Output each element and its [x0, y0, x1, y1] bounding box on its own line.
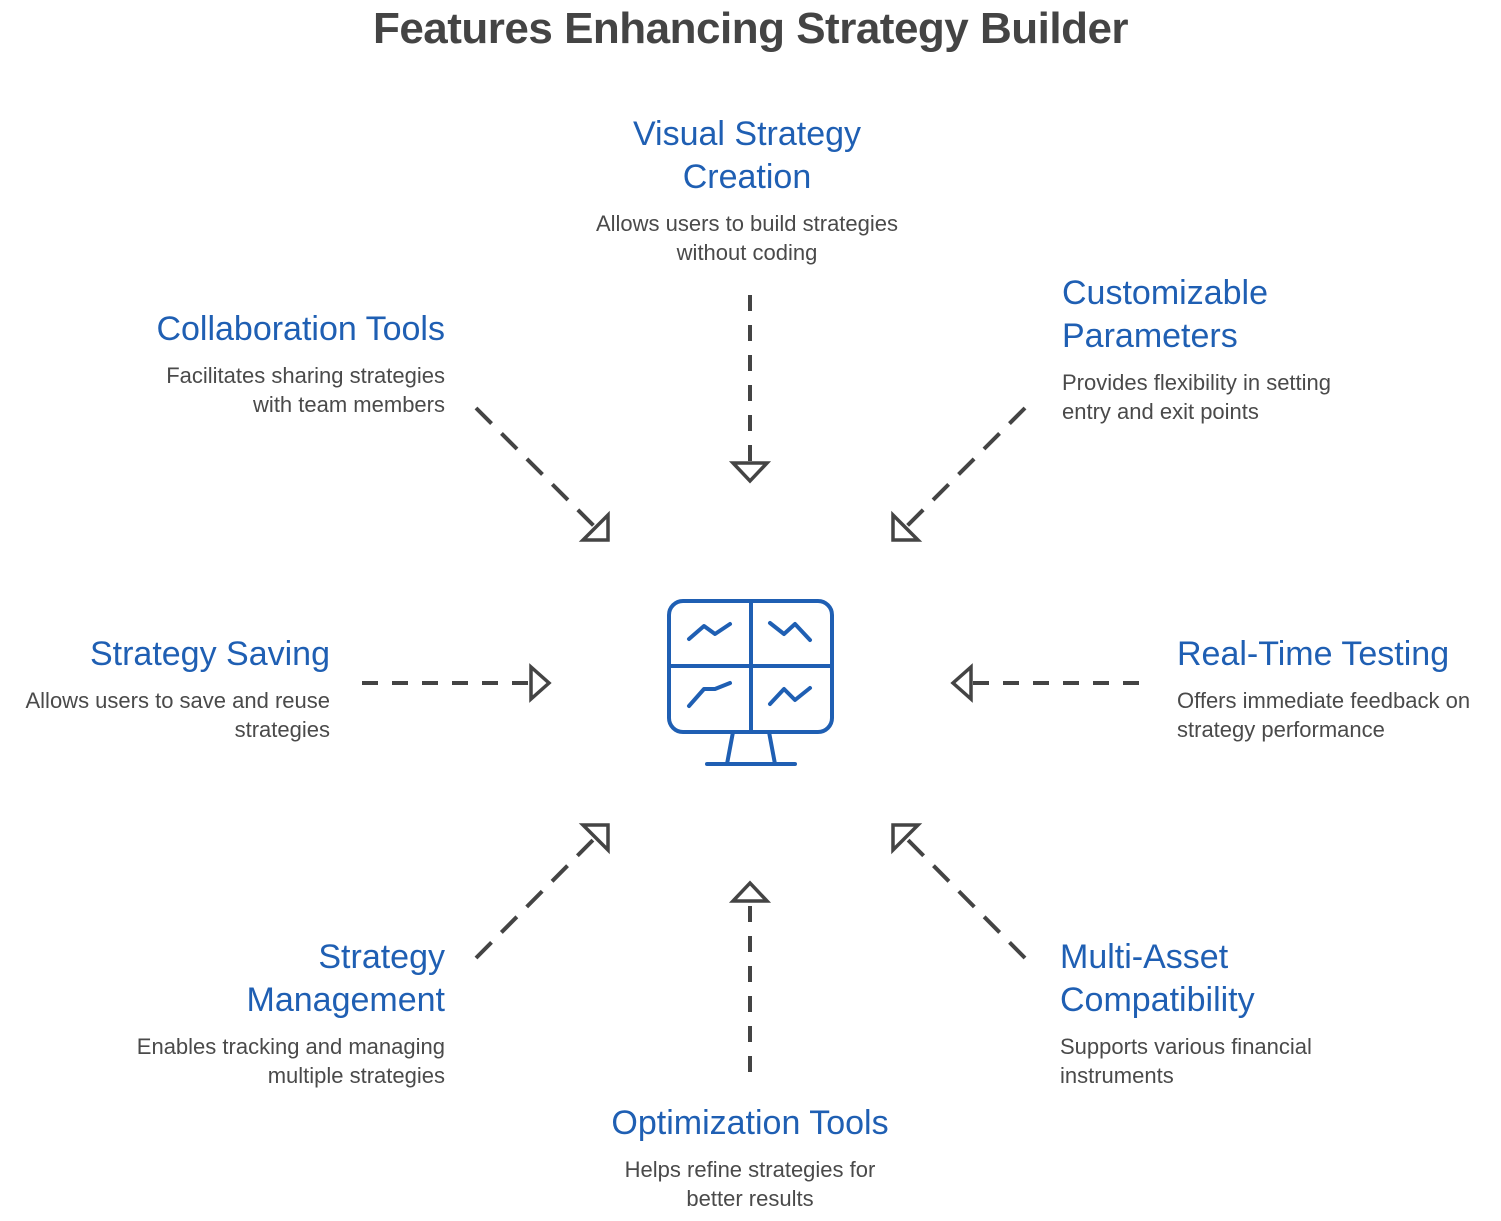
- feature-title-line: Strategy Saving: [89, 635, 330, 673]
- arrow-saving: [362, 663, 552, 703]
- feature-desc-line: Allows users to save and reuse: [25, 688, 331, 713]
- arrow-optimization: [728, 880, 772, 1072]
- feature-description: Helps refine strategies for better resul…: [520, 1155, 980, 1213]
- feature-desc-line: strategy performance: [1177, 717, 1385, 742]
- feature-title-line: Visual Strategy: [632, 115, 862, 153]
- diagram-title: Features Enhancing Strategy Builder: [372, 4, 1129, 53]
- arrow-multiasset: [891, 823, 1027, 960]
- arrow-management: [474, 823, 610, 960]
- feature-visual-strategy-creation: Visual Strategy Creation Allows users to…: [547, 113, 947, 267]
- feature-collaboration-tools: Collaboration Tools Facilitates sharing …: [40, 308, 445, 419]
- feature-desc-line: Facilitates sharing strategies: [166, 363, 445, 388]
- feature-title-line: Strategy: [318, 938, 445, 976]
- feature-description: Allows users to build strategies without…: [547, 209, 947, 267]
- feature-title: Visual Strategy Creation: [547, 113, 947, 199]
- feature-title-line: Optimization Tools: [611, 1104, 889, 1142]
- feature-multi-asset-compatibility: Multi-Asset Compatibility Supports vario…: [1060, 936, 1490, 1090]
- feature-desc-line: entry and exit points: [1062, 399, 1259, 424]
- feature-title: Strategy Saving: [0, 633, 330, 676]
- arrow-visual: [728, 295, 772, 484]
- feature-desc-line: Allows users to build strategies: [595, 211, 899, 236]
- feature-title-line: Real-Time Testing: [1177, 635, 1450, 673]
- feature-title: Customizable Parameters: [1062, 272, 1492, 358]
- feature-description: Offers immediate feedback on strategy pe…: [1177, 686, 1501, 744]
- feature-title-line: Management: [246, 981, 445, 1019]
- feature-title-line: Parameters: [1062, 317, 1238, 355]
- feature-desc-line: Helps refine strategies for: [624, 1157, 876, 1182]
- feature-desc-line: better results: [686, 1186, 814, 1211]
- feature-customizable-parameters: Customizable Parameters Provides flexibi…: [1062, 272, 1492, 426]
- feature-description: Enables tracking and managing multiple s…: [40, 1032, 445, 1090]
- feature-optimization-tools: Optimization Tools Helps refine strategi…: [520, 1102, 980, 1213]
- feature-description: Provides flexibility in setting entry an…: [1062, 368, 1492, 426]
- feature-title: Collaboration Tools: [40, 308, 445, 351]
- feature-title-line: Customizable: [1062, 274, 1268, 312]
- feature-desc-line: instruments: [1060, 1063, 1174, 1088]
- feature-desc-line: with team members: [253, 392, 445, 417]
- feature-title: Optimization Tools: [520, 1102, 980, 1145]
- feature-description: Facilitates sharing strategies with team…: [40, 361, 445, 419]
- feature-desc-line: Supports various financial: [1060, 1034, 1312, 1059]
- feature-desc-line: strategies: [234, 717, 330, 742]
- feature-title: Multi-Asset Compatibility: [1060, 936, 1490, 1022]
- feature-desc-line: Offers immediate feedback on: [1177, 688, 1471, 713]
- feature-desc-line: without coding: [676, 240, 818, 265]
- feature-title-line: Collaboration Tools: [156, 310, 445, 348]
- feature-strategy-saving: Strategy Saving Allows users to save and…: [0, 633, 331, 744]
- feature-strategy-management: Strategy Management Enables tracking and…: [40, 936, 445, 1090]
- monitor-dashboard-icon: [667, 599, 834, 766]
- feature-title-line: Creation: [682, 158, 812, 196]
- feature-desc-line: multiple strategies: [267, 1063, 445, 1088]
- feature-description: Supports various financial instruments: [1060, 1032, 1490, 1090]
- feature-title: Strategy Management: [40, 936, 445, 1022]
- feature-title: Real-Time Testing: [1177, 633, 1501, 676]
- arrow-custom: [891, 406, 1027, 542]
- feature-title-line: Multi-Asset: [1060, 938, 1229, 976]
- feature-desc-line: Enables tracking and managing: [136, 1034, 445, 1059]
- arrow-collab: [474, 406, 610, 542]
- feature-real-time-testing: Real-Time Testing Offers immediate feedb…: [1177, 633, 1501, 744]
- feature-title-line: Compatibility: [1060, 981, 1255, 1019]
- arrow-realtime: [950, 663, 1139, 703]
- feature-desc-line: Provides flexibility in setting: [1062, 370, 1332, 395]
- feature-description: Allows users to save and reuse strategie…: [0, 686, 331, 744]
